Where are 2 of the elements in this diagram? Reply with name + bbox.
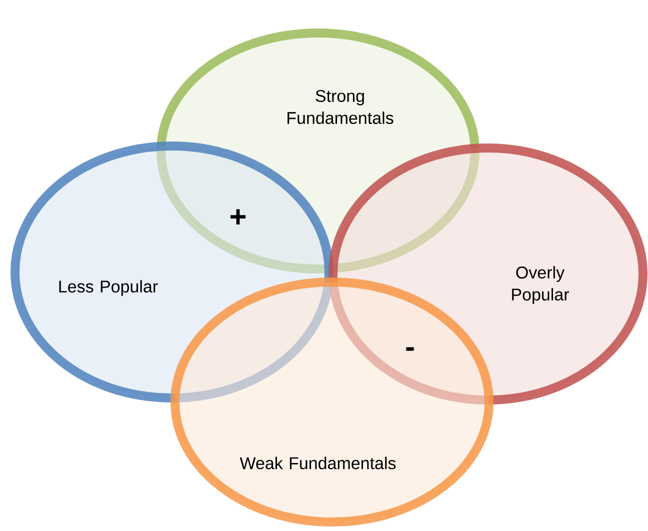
sign-label: - <box>406 347 414 351</box>
sign-label: + <box>230 209 246 224</box>
